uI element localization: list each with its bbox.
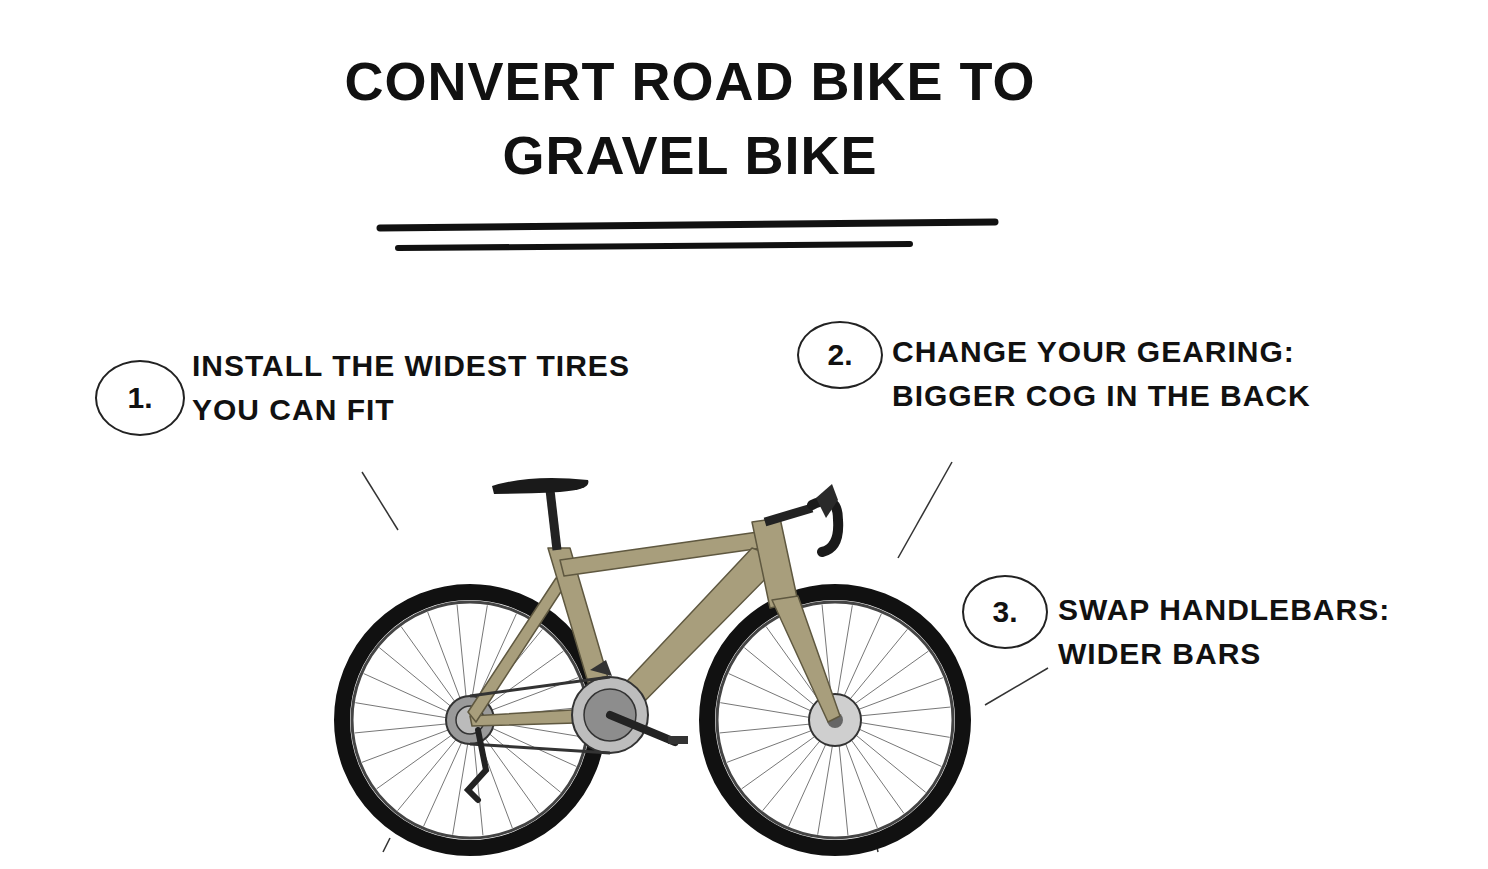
spoke xyxy=(377,727,463,789)
spoke xyxy=(401,627,463,713)
spoke xyxy=(398,729,465,811)
callout-number: 3. xyxy=(992,595,1017,629)
pedal xyxy=(668,736,688,744)
callout-circle: 2. xyxy=(797,321,883,389)
brake-hood xyxy=(816,484,838,518)
spoke xyxy=(424,730,468,827)
spoke xyxy=(379,648,461,715)
seatpost xyxy=(550,490,557,550)
spoke xyxy=(479,725,561,792)
front-tire xyxy=(707,592,963,848)
callout-circle: 1. xyxy=(95,360,185,436)
chain xyxy=(470,677,610,753)
leader-line xyxy=(383,838,390,852)
callout-circle: 3. xyxy=(962,575,1048,649)
callout-number: 1. xyxy=(127,381,152,415)
leader-line xyxy=(362,472,398,530)
title: CONVERT ROAD BIKE TO GRAVEL BIKE xyxy=(330,44,1050,192)
leader-line xyxy=(898,462,952,558)
spoke xyxy=(355,703,460,720)
seatstay xyxy=(468,578,566,722)
crank-arm xyxy=(610,715,675,742)
fork xyxy=(772,596,840,722)
spoke xyxy=(457,605,467,711)
callout-text: SWAP HANDLEBARS: WIDER BARS xyxy=(1058,588,1468,676)
rear-derailleur xyxy=(468,730,486,800)
underline xyxy=(380,222,995,228)
callout-text: INSTALL THE WIDEST TIRES YOU CAN FIT xyxy=(192,344,632,432)
underline xyxy=(398,244,910,248)
leader-line xyxy=(985,668,1048,705)
spoke xyxy=(364,674,461,718)
stem xyxy=(765,508,812,522)
spokes xyxy=(355,605,951,836)
spoke xyxy=(453,730,470,835)
front-rim xyxy=(717,602,953,838)
callout-number: 2. xyxy=(827,338,852,372)
saddle xyxy=(492,478,588,494)
spoke xyxy=(355,723,461,733)
front-derailleur xyxy=(590,660,612,676)
callout-text: CHANGE YOUR GEARING: BIGGER COG IN THE B… xyxy=(892,330,1372,418)
head-tube xyxy=(752,518,798,608)
